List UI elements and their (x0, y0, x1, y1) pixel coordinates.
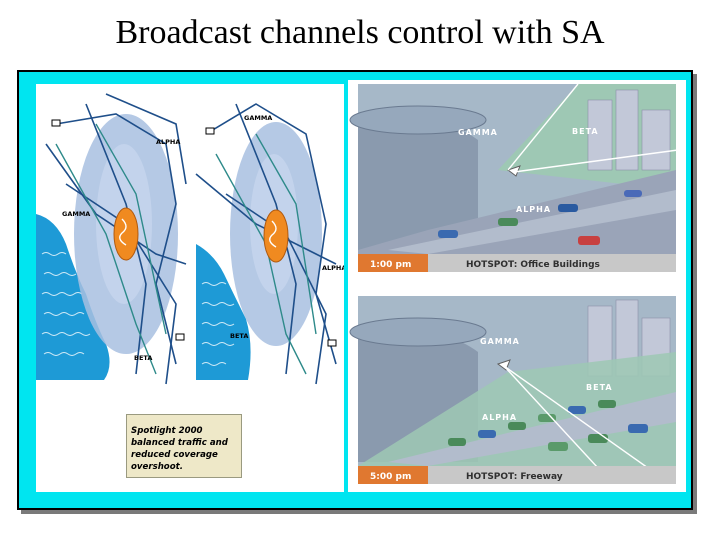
scene-hotspot: HOTSPOT: Office Buildings (466, 260, 600, 270)
scene-time: 1:00 pm (370, 260, 411, 270)
figure-caption-box: Spotlight 2000 balanced traffic and redu… (126, 414, 242, 478)
scene-label-gamma: GAMMA (480, 337, 520, 346)
map-label-alpha: ALPHA (322, 264, 344, 272)
car-icon (438, 190, 642, 245)
coverage-map-after: GAMMA ALPHA BETA (195, 103, 346, 385)
hotspot-scenes-figure: GAMMA BETA ALPHA 1:00 pm HOTSPOT: Office… (348, 80, 686, 492)
scene-freeway: GAMMA BETA ALPHA 5:00 pm HOTSPOT: Freewa… (349, 296, 676, 484)
map-label-alpha: ALPHA (156, 138, 180, 146)
slide-title: Broadcast channels control with SA (115, 14, 605, 51)
scene-label-alpha: ALPHA (516, 205, 551, 214)
map-label-gamma: GAMMA (62, 210, 90, 218)
time-bar (358, 466, 428, 484)
scene-time: 5:00 pm (370, 472, 411, 482)
hotspot-bar (428, 254, 676, 272)
scene-label-beta: BETA (586, 383, 613, 392)
scene-hotspot: HOTSPOT: Freeway (466, 472, 563, 482)
coverage-maps-illustration: GAMMA ALPHA BETA (36, 93, 346, 385)
scene-office-buildings: GAMMA BETA ALPHA 1:00 pm HOTSPOT: Office… (349, 83, 679, 272)
map-label-beta: BETA (230, 332, 248, 340)
scene-label-alpha: ALPHA (482, 413, 517, 422)
hotspot-scenes-illustration: GAMMA BETA ALPHA 1:00 pm HOTSPOT: Office… (349, 83, 679, 484)
time-bar (358, 254, 428, 272)
scene-label-gamma: GAMMA (458, 128, 498, 137)
hotspot-bar (428, 466, 676, 484)
antenna-icon (51, 119, 185, 341)
map-label-beta: BETA (134, 354, 152, 362)
map-label-gamma: GAMMA (244, 114, 272, 122)
coverage-map-before: GAMMA ALPHA BETA (36, 93, 187, 385)
scene-label-beta: BETA (572, 127, 599, 136)
figure-caption: Spotlight 2000 balanced traffic and redu… (131, 426, 228, 472)
